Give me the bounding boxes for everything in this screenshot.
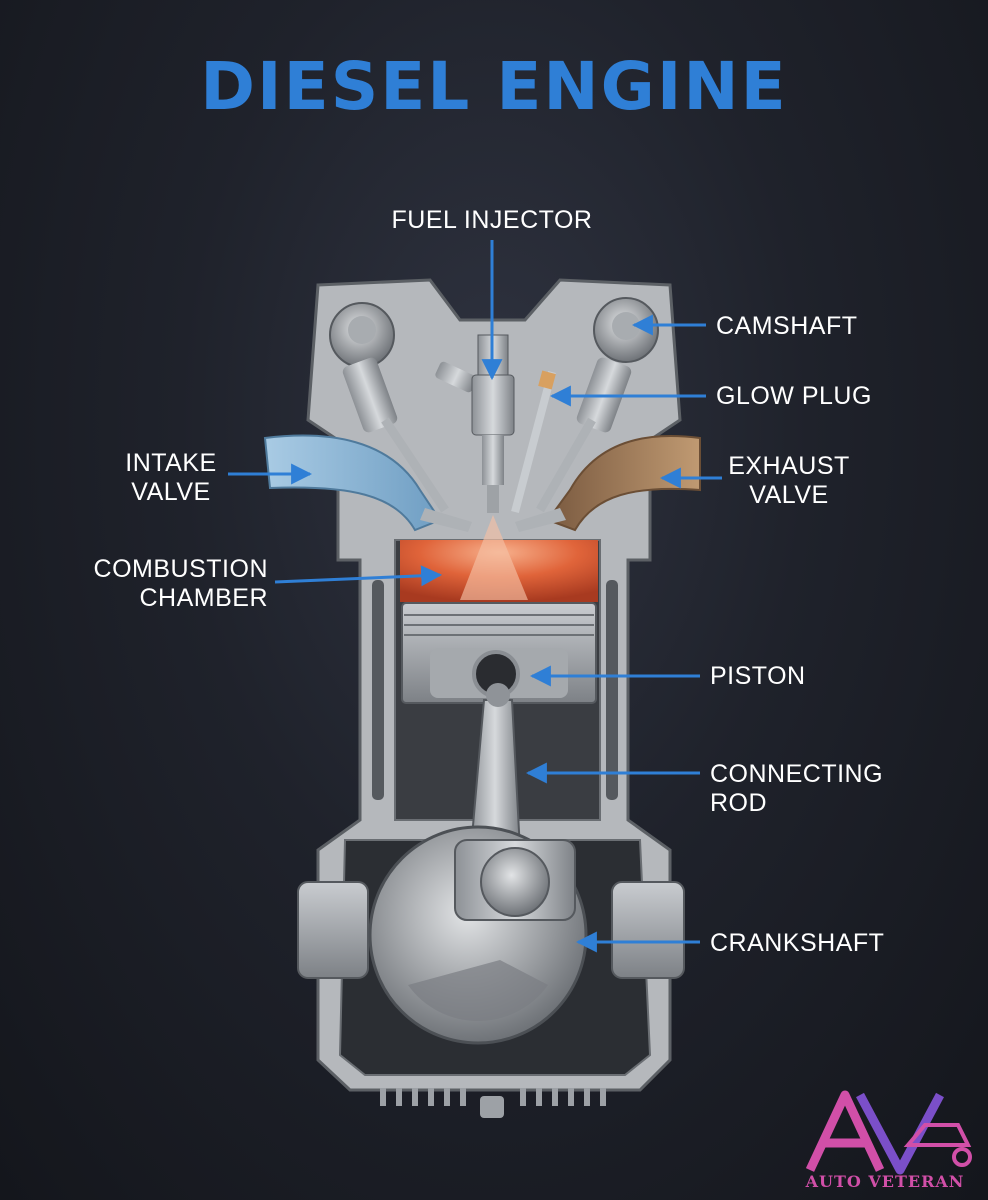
label-exhaust-valve-line1: EXHAUST bbox=[728, 452, 850, 480]
label-exhaust-valve: EXHAUST VALVE bbox=[726, 452, 852, 510]
label-fuel-injector: FUEL INJECTOR bbox=[391, 206, 593, 234]
leader-arrows bbox=[228, 240, 722, 953]
label-connecting-rod-line2: ROD bbox=[710, 789, 768, 817]
label-connecting-rod: CONNECTING ROD bbox=[710, 760, 883, 818]
label-combustion-chamber-line1: COMBUSTION bbox=[93, 555, 268, 583]
label-combustion-chamber: COMBUSTION CHAMBER bbox=[90, 555, 268, 613]
arrow-combustion-chamber bbox=[274, 565, 443, 587]
label-exhaust-valve-line2: VALVE bbox=[749, 481, 829, 509]
fuel-spray bbox=[460, 515, 528, 600]
label-intake-valve: INTAKE VALVE bbox=[116, 449, 226, 507]
label-intake-valve-line1: INTAKE bbox=[125, 449, 217, 477]
label-crankshaft: CRANKSHAFT bbox=[710, 929, 885, 957]
label-camshaft: CAMSHAFT bbox=[716, 312, 858, 340]
label-combustion-chamber-line2: CHAMBER bbox=[139, 584, 268, 612]
left-cooling-channel bbox=[372, 580, 384, 800]
label-connecting-rod-line1: CONNECTING bbox=[710, 760, 884, 788]
fuel-injector bbox=[435, 334, 515, 513]
intake-valve-assembly bbox=[329, 302, 472, 532]
label-intake-valve-line2: VALVE bbox=[131, 478, 211, 506]
label-piston: PISTON bbox=[710, 662, 806, 690]
crankshaft bbox=[297, 825, 685, 1045]
label-glow-plug: GLOW PLUG bbox=[716, 382, 872, 410]
right-cooling-channel bbox=[606, 580, 618, 800]
exhaust-port bbox=[546, 434, 701, 532]
logo-text: AUTO VETERAN bbox=[805, 1172, 965, 1191]
page-title: DIESEL ENGINE bbox=[200, 48, 788, 125]
glow-plug bbox=[511, 370, 556, 514]
oil-pan-fins bbox=[380, 1088, 606, 1118]
auto-veteran-logo bbox=[805, 1090, 972, 1175]
